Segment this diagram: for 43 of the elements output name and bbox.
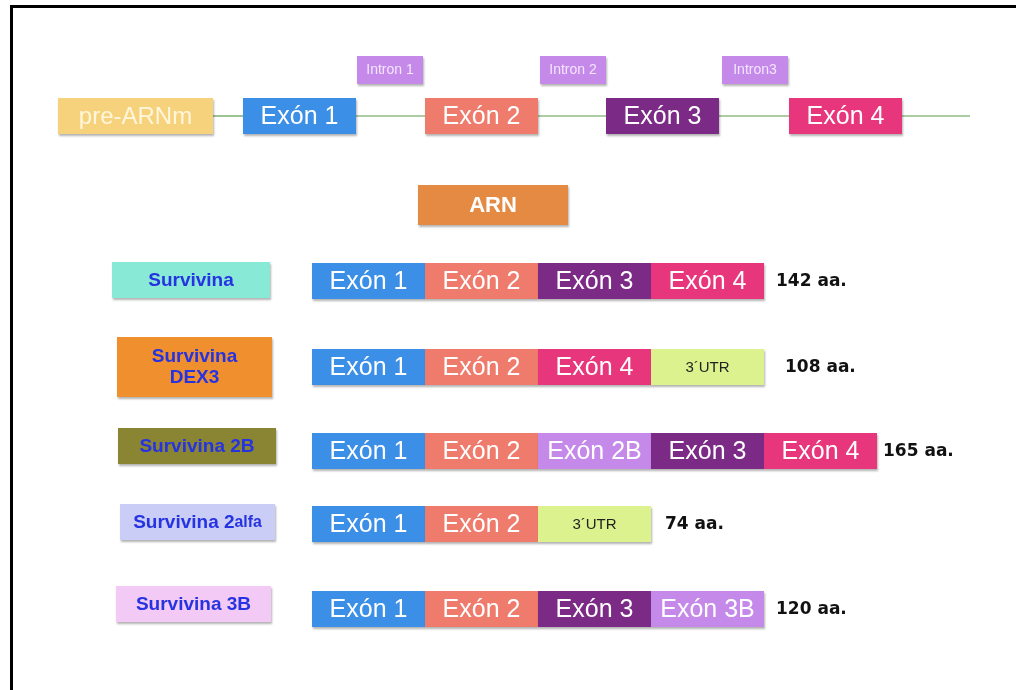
exon-segment: Exón 4 — [651, 263, 764, 299]
exon-segment: Exón 3 — [651, 433, 764, 469]
exon-segment: 3´UTR — [538, 506, 651, 542]
variant-label: Survivina — [112, 262, 270, 298]
exon-segment: Exón 3B — [651, 591, 764, 627]
connector-line — [355, 115, 426, 117]
exon-box: Exón 4 — [789, 98, 902, 134]
exon-segment: Exón 4 — [764, 433, 877, 469]
exon-box: Exón 1 — [243, 98, 356, 134]
exon-segment: Exón 2 — [425, 433, 538, 469]
exon-segment: Exón 1 — [312, 263, 425, 299]
exon-segment: Exón 2 — [425, 263, 538, 299]
exon-segment: Exón 1 — [312, 591, 425, 627]
exon-segment: Exón 2B — [538, 433, 651, 469]
intron-box: Intron 2 — [540, 56, 606, 84]
exon-segment: Exón 1 — [312, 433, 425, 469]
connector-line — [901, 115, 971, 117]
exon-segment: Exón 3 — [538, 591, 651, 627]
connector-line — [537, 115, 607, 117]
exon-segment: Exón 4 — [538, 349, 651, 385]
intron-box: Intron 1 — [357, 56, 423, 84]
exon-box: Exón 2 — [425, 98, 538, 134]
rna-box: ARN — [418, 185, 568, 225]
exon-segment: Exón 2 — [425, 349, 538, 385]
exon-segment: Exón 3 — [538, 263, 651, 299]
variant-label: Survivina 3B — [116, 586, 271, 622]
exon-segment: Exón 1 — [312, 349, 425, 385]
length-label: 120 aa. — [776, 598, 847, 618]
connector-line — [212, 115, 244, 117]
exon-segment: Exón 1 — [312, 506, 425, 542]
variant-label: Survivina DEX3 — [117, 337, 272, 397]
variant-label: Survivina 2B — [118, 428, 276, 464]
exon-segment: 3´UTR — [651, 349, 764, 385]
length-label: 108 aa. — [785, 356, 856, 376]
intron-box: Intron3 — [722, 56, 788, 84]
exon-box: Exón 3 — [606, 98, 719, 134]
length-label: 165 aa. — [883, 440, 954, 460]
connector-line — [718, 115, 790, 117]
length-label: 142 aa. — [776, 270, 847, 290]
pre-mrna-box: pre-ARNm — [58, 98, 213, 134]
exon-segment: Exón 2 — [425, 506, 538, 542]
length-label: 74 aa. — [665, 513, 724, 533]
exon-segment: Exón 2 — [425, 591, 538, 627]
